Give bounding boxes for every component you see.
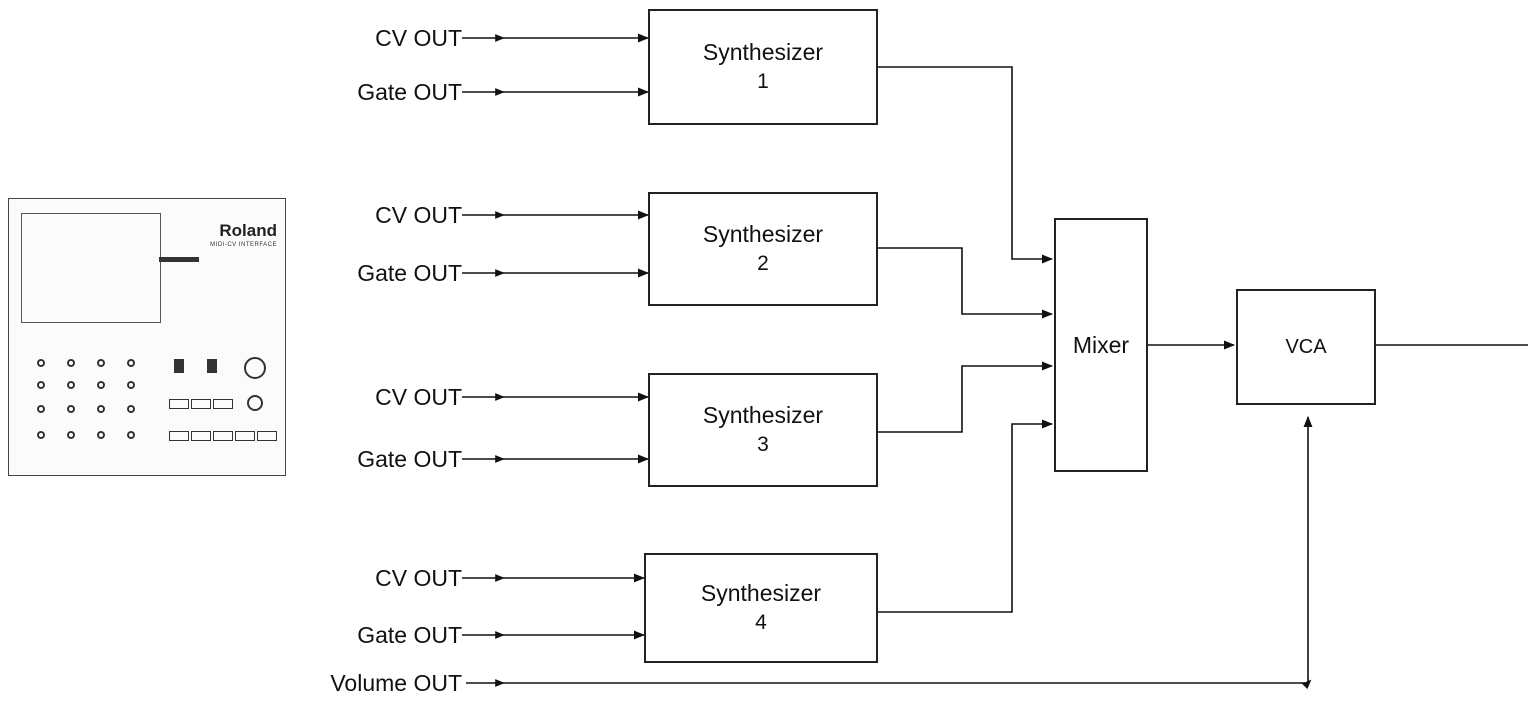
device-button <box>169 399 189 409</box>
device-button <box>191 399 211 409</box>
device-jack <box>37 359 45 367</box>
synth-name: Synthesizer <box>702 402 824 428</box>
gate-out-label-4: Gate OUT <box>357 622 462 648</box>
device-button <box>213 399 233 409</box>
device-button <box>235 431 255 441</box>
device-button <box>191 431 211 441</box>
device-button <box>213 431 233 441</box>
device-jack <box>37 405 45 413</box>
gate-out-label-1: Gate OUT <box>357 79 462 105</box>
device-jack <box>67 381 75 389</box>
synth-number: 2 <box>757 252 769 275</box>
device-jack <box>97 359 105 367</box>
device-jack <box>67 431 75 439</box>
device-jack <box>97 431 105 439</box>
device-display <box>159 257 199 262</box>
device-jack <box>127 381 135 389</box>
device-slider <box>207 359 217 373</box>
synthesizer-2-box: Synthesizer 2 <box>648 192 878 306</box>
cv-out-label-4: CV OUT <box>375 565 462 591</box>
device-jack <box>97 405 105 413</box>
volume-line <box>466 415 1313 690</box>
synthesizer-4-box: Synthesizer 4 <box>644 553 878 663</box>
device-knob-1 <box>244 357 266 379</box>
midi-cv-interface-device: Roland MIDI-CV INTERFACE <box>8 198 286 476</box>
gate-out-label-2: Gate OUT <box>357 260 462 286</box>
cv-out-label-1: CV OUT <box>375 25 462 51</box>
device-jack <box>37 381 45 389</box>
synth1-to-mixer <box>878 66 1054 264</box>
synth4-to-mixer <box>878 419 1054 613</box>
synth3-to-mixer <box>878 361 1054 433</box>
device-jack <box>127 431 135 439</box>
synth-number: 4 <box>755 611 767 634</box>
device-panel-area <box>21 213 161 323</box>
gate-out-label-3: Gate OUT <box>357 446 462 472</box>
device-button <box>257 431 277 441</box>
volume-out-label: Volume OUT <box>330 670 462 696</box>
synth2-to-mixer <box>878 247 1054 319</box>
synthesizer-1-box: Synthesizer 1 <box>648 9 878 125</box>
device-slider <box>174 359 184 373</box>
device-jack <box>127 359 135 367</box>
device-jack <box>67 359 75 367</box>
synth-name: Synthesizer <box>700 580 822 606</box>
synth-name: Synthesizer <box>702 221 824 247</box>
cv-out-label-2: CV OUT <box>375 202 462 228</box>
device-button <box>169 431 189 441</box>
synthesizer-3-box: Synthesizer 3 <box>648 373 878 487</box>
vca-box: VCA <box>1236 289 1376 405</box>
device-jack <box>97 381 105 389</box>
device-jack <box>67 405 75 413</box>
mixer-label: Mixer <box>1072 332 1130 358</box>
synth-name: Synthesizer <box>702 39 824 65</box>
device-brand: Roland <box>219 221 277 240</box>
device-jack <box>127 405 135 413</box>
device-subtitle: MIDI-CV INTERFACE <box>210 242 277 248</box>
mixer-box: Mixer <box>1054 218 1148 472</box>
synth-number: 3 <box>757 433 769 456</box>
device-jack <box>37 431 45 439</box>
cv-out-label-3: CV OUT <box>375 384 462 410</box>
vca-label: VCA <box>1285 336 1327 358</box>
synth-number: 1 <box>757 70 769 93</box>
device-knob-2 <box>247 395 263 411</box>
